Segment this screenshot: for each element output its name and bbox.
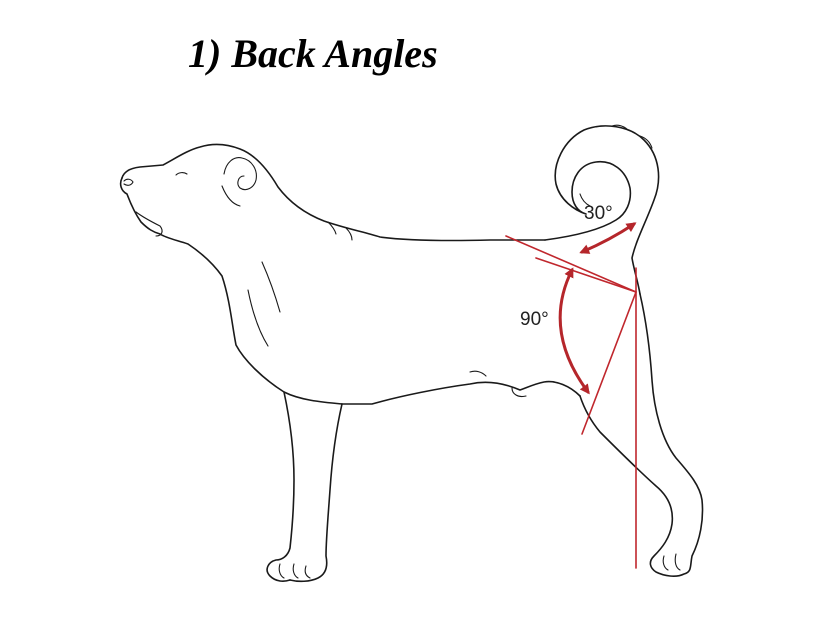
dog-eye (175, 172, 188, 176)
dog-topline (121, 143, 546, 242)
dog-hind-paw (662, 553, 681, 571)
dog-belly-detail (469, 370, 527, 398)
pelvis-line (581, 291, 637, 435)
dog-mouth (135, 211, 163, 237)
dog-front-leg-back (289, 403, 343, 583)
croup-line (505, 235, 637, 293)
dog-nose (123, 178, 134, 186)
topline-reference (535, 257, 637, 293)
dog-hind-leg (579, 293, 704, 577)
tail-angle-label: 30° (584, 203, 613, 224)
dog-muzzle-throat (119, 177, 343, 405)
hip-angle-label: 90° (520, 309, 549, 330)
hip-angle-arrow (558, 267, 590, 395)
dog-shoulder-lines (247, 261, 281, 347)
dog-neck-wrinkles (327, 221, 353, 241)
angle-guides (505, 235, 637, 569)
dog-ear (221, 157, 257, 207)
dog-front-leg-front (266, 391, 295, 582)
dog-belly (341, 380, 581, 405)
dog-illustration (119, 124, 704, 583)
tail-angle-arrow (579, 222, 637, 254)
dog-tail (544, 125, 660, 295)
dog-tail-fur (579, 124, 653, 207)
dog-front-paw (278, 563, 311, 579)
angle-arrows (558, 222, 637, 395)
page-title: 1) Back Angles (188, 31, 438, 76)
